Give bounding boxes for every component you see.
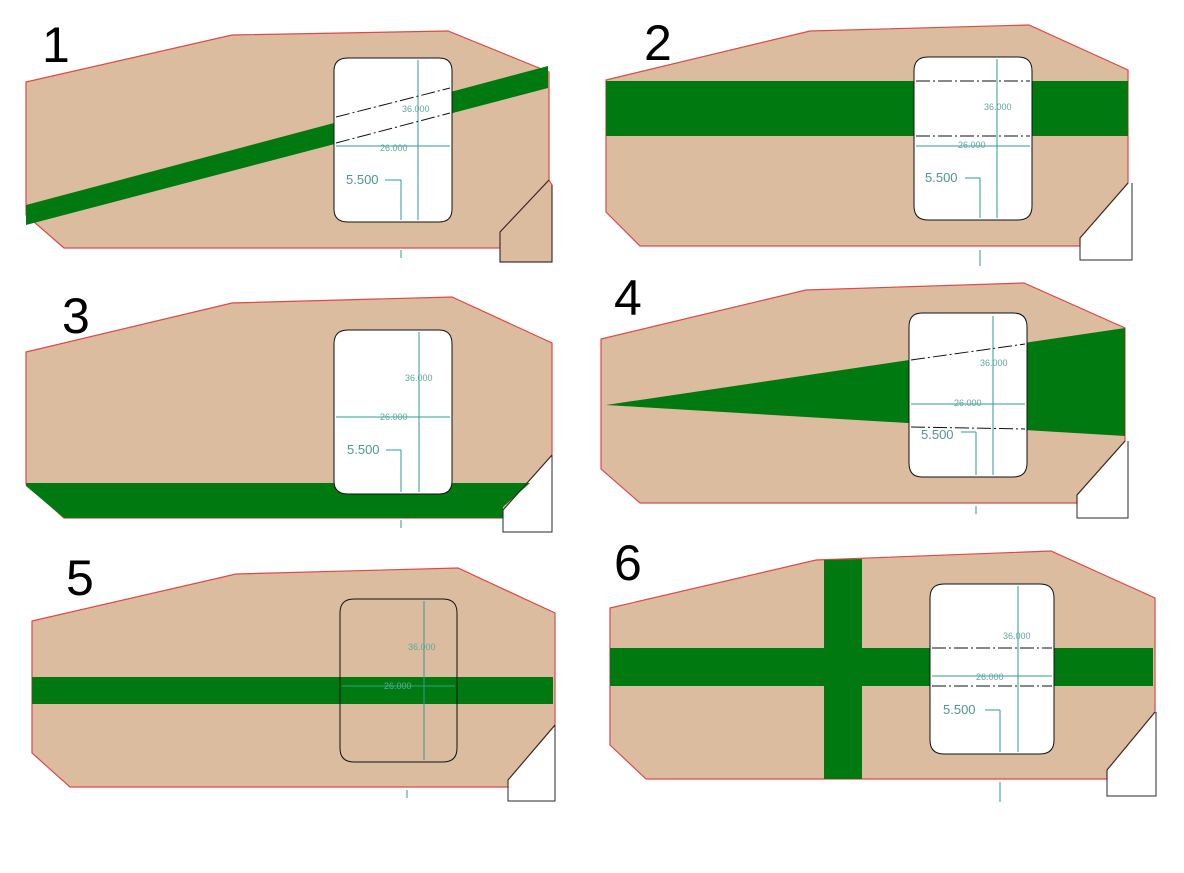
panel-1-notch	[499, 179, 553, 263]
panel-5-height-label: 36.000	[408, 642, 436, 652]
panel-2-notch	[1079, 182, 1133, 261]
panel-5-width-label: 26.000	[384, 681, 412, 691]
panel-6-height-label: 36.000	[1003, 631, 1031, 641]
panel-5: 5 36.000 26.000	[31, 550, 556, 802]
panel-2: 2 36.000 26.000 5.500	[605, 15, 1133, 266]
panel-6-band-horizontal	[610, 648, 1153, 686]
panel-3-height-label: 36.000	[405, 373, 433, 383]
panel-4-offset-label: 5.500	[921, 427, 954, 442]
panel-2-offset-label: 5.500	[925, 170, 958, 185]
panel-1: 1 36.000 26.000 5.500	[25, 17, 553, 263]
panel-2-window	[913, 56, 1033, 221]
panel-1-offset-label: 5.500	[346, 172, 379, 187]
panel-2-band	[606, 81, 1128, 136]
panel-3-width-label: 26.000	[380, 412, 408, 422]
panel-1-centerline-b	[335, 112, 451, 144]
panel-1-centerline-a	[335, 87, 451, 118]
panel-3-offset-label: 5.500	[347, 442, 380, 457]
panel-2-height-label: 36.000	[984, 102, 1012, 112]
panel-3: 3 36.000 26.000 5.500	[25, 288, 553, 533]
panel-6-notch	[1106, 711, 1157, 797]
panel-6-band-vertical	[824, 559, 862, 779]
panel-5-number: 5	[66, 550, 94, 606]
panel-5-band	[32, 677, 553, 704]
panel-4-height-label: 36.000	[980, 358, 1008, 368]
panel-1-width-label: 26.000	[380, 143, 408, 153]
panel-1-height-label: 36.000	[402, 104, 430, 114]
panel-4-number: 4	[614, 270, 642, 326]
panel-4-notch	[1076, 440, 1129, 519]
panel-1-number: 1	[42, 17, 70, 73]
panel-3-window	[333, 329, 453, 495]
panel-6: 6 36.000 26.000 5.500	[609, 535, 1157, 802]
panel-4: 4 36.000 26.000 5.500	[600, 270, 1129, 519]
panel-2-number: 2	[644, 15, 672, 71]
panel-4-window	[908, 312, 1028, 478]
panel-4-width-label: 26.000	[954, 398, 982, 408]
panel-5-notch	[507, 724, 556, 802]
panel-3-number: 3	[62, 288, 90, 344]
panel-2-width-label: 26.000	[958, 140, 986, 150]
panel-1-window	[333, 57, 453, 223]
panel-6-number: 6	[614, 535, 642, 591]
panel-3-band	[26, 483, 530, 518]
panel-6-width-label: 26.000	[976, 672, 1004, 682]
panel-3-notch	[502, 454, 553, 533]
panel-4-centerline-a	[910, 343, 1026, 361]
panel-6-window	[929, 583, 1055, 755]
panel-6-offset-label: 5.500	[943, 702, 976, 717]
panel-4-centerline-b	[910, 426, 1026, 430]
panel-5-window	[339, 598, 458, 763]
